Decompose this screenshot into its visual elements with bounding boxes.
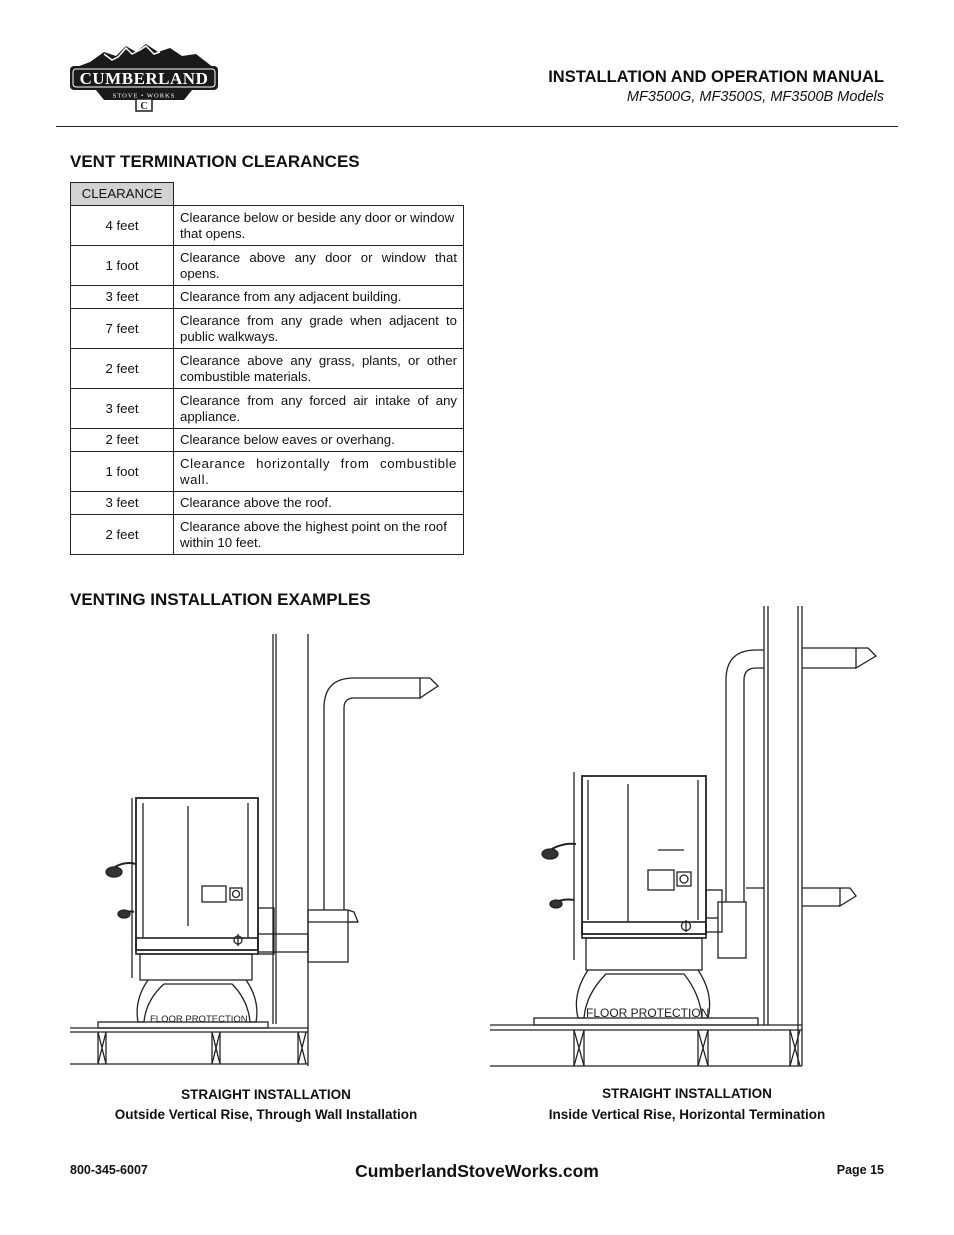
table-row: 1 foot Clearance horizontally from combu… <box>70 451 464 492</box>
diagram2-caption-sub: Inside Vertical Rise, Horizontal Termina… <box>548 1107 826 1122</box>
logo-mark-text: C <box>140 101 147 112</box>
header-divider <box>56 126 898 127</box>
clearance-distance: 3 feet <box>70 491 174 515</box>
table-header-empty <box>173 182 464 206</box>
diagram-outside-vertical-rise: FLOOR PROTECTION <box>70 634 440 1066</box>
footer-phone: 800-345-6007 <box>70 1163 148 1177</box>
clearance-description: Clearance horizontally from combustible … <box>173 451 464 492</box>
footer-page-number: Page 15 <box>836 1163 884 1177</box>
table-row: 7 feet Clearance from any grade when adj… <box>70 308 464 349</box>
floor-protection-label: FLOOR PROTECTION <box>150 1014 248 1025</box>
diagram1-caption-sub: Outside Vertical Rise, Through Wall Inst… <box>114 1107 418 1122</box>
clearance-distance: 2 feet <box>70 428 174 452</box>
section-title-examples: VENTING INSTALLATION EXAMPLES <box>70 590 371 609</box>
table-row: 2 feet Clearance above any grass, plants… <box>70 348 464 389</box>
clearance-distance: 1 foot <box>70 245 174 286</box>
diagram2-caption-title: STRAIGHT INSTALLATION <box>602 1086 772 1101</box>
clearance-description: Clearance from any grade when adjacent t… <box>173 308 464 349</box>
clearance-description: Clearance below eaves or overhang. <box>173 428 464 452</box>
table-row: 2 feet Clearance above the highest point… <box>70 514 464 555</box>
clearance-description: Clearance above the highest point on the… <box>173 514 464 555</box>
clearance-table: CLEARANCE 4 feet Clearance below or besi… <box>70 182 464 555</box>
floor-protection-label: FLOOR PROTECTION <box>586 1006 709 1020</box>
manual-title: INSTALLATION AND OPERATION MANUAL <box>548 68 884 86</box>
clearance-distance: 3 feet <box>70 285 174 309</box>
clearance-description: Clearance from any forced air intake of … <box>173 388 464 429</box>
logo-brand-text: CUMBERLAND <box>80 69 209 88</box>
table-row: 2 feet Clearance below eaves or overhang… <box>70 428 464 452</box>
clearance-description: Clearance above any door or window that … <box>173 245 464 286</box>
table-row: 3 feet Clearance from any adjacent build… <box>70 285 464 309</box>
clearance-distance: 3 feet <box>70 388 174 429</box>
clearance-distance: 7 feet <box>70 308 174 349</box>
logo-sub-text: STOVE • WORKS <box>113 93 176 100</box>
table-header-cell: CLEARANCE <box>70 182 174 206</box>
clearance-description: Clearance below or beside any door or wi… <box>173 205 464 246</box>
clearance-description: Clearance above the roof. <box>173 491 464 515</box>
footer-website-link[interactable]: CumberlandStoveWorks.com <box>355 1161 599 1181</box>
cumberland-logo: CUMBERLAND STOVE • WORKS C <box>70 44 218 112</box>
model-subtitle: MF3500G, MF3500S, MF3500B Models <box>626 89 884 105</box>
clearance-distance: 4 feet <box>70 205 174 246</box>
clearance-distance: 1 foot <box>70 451 174 492</box>
table-row: 4 feet Clearance below or beside any doo… <box>70 205 464 246</box>
table-row: 1 foot Clearance above any door or windo… <box>70 245 464 286</box>
diagram-inside-vertical-rise: FLOOR PROTECTION <box>490 606 878 1067</box>
clearance-distance: 2 feet <box>70 514 174 555</box>
clearance-description: Clearance from any adjacent building. <box>173 285 464 309</box>
section-title-clearances: VENT TERMINATION CLEARANCES <box>70 152 360 171</box>
table-header-row: CLEARANCE <box>70 182 464 206</box>
diagram1-caption-title: STRAIGHT INSTALLATION <box>181 1087 351 1102</box>
clearance-distance: 2 feet <box>70 348 174 389</box>
table-row: 3 feet Clearance above the roof. <box>70 491 464 515</box>
clearance-description: Clearance above any grass, plants, or ot… <box>173 348 464 389</box>
table-row: 3 feet Clearance from any forced air int… <box>70 388 464 429</box>
